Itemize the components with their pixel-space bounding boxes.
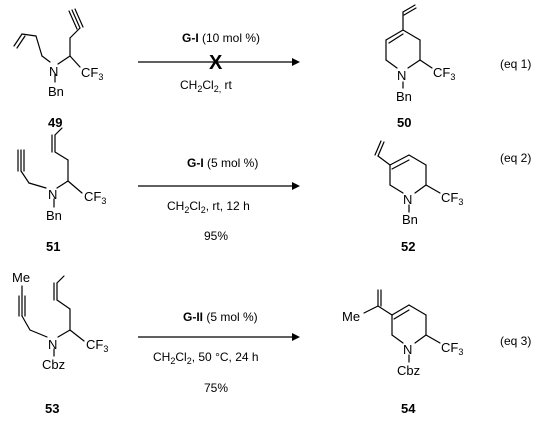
compound-49-label: 49 <box>48 115 62 130</box>
compound-53-label: 53 <box>45 401 59 416</box>
product-50-n-label: N <box>397 68 406 83</box>
product-54-structure <box>363 289 441 363</box>
eq-1-label: (eq 1) <box>500 57 531 71</box>
reaction-1-catalyst: G-I (10 mol %) <box>182 31 260 45</box>
reaction-2-conditions: CH2Cl2, rt, 12 h <box>167 199 250 215</box>
compound-50-label: 50 <box>397 115 411 130</box>
product-50-bn-label: Bn <box>396 89 412 104</box>
reaction-3-yield: 75% <box>204 381 228 395</box>
substrate-51-cf3-label: CF3 <box>84 189 106 206</box>
reaction-1: N Bn CF3 49 G-I (10 mol %) X CH2Cl2, rt <box>13 4 531 130</box>
substrate-51-structure <box>17 127 83 208</box>
product-50-cf3-label: CF3 <box>433 65 455 82</box>
substrate-51-n-label: N <box>48 187 57 202</box>
reaction-3-arrow <box>138 333 300 341</box>
substrate-53-cf3-label: CF3 <box>86 337 108 354</box>
substrate-49-structure <box>13 8 84 83</box>
product-50-structure <box>385 4 433 89</box>
reaction-2-arrow <box>138 182 300 190</box>
eq-2-label: (eq 2) <box>500 151 531 165</box>
reaction-2: N Bn CF3 51 G-I (5 mol %) CH2Cl2, rt, 12… <box>17 127 531 254</box>
reaction-3-catalyst: G-II (5 mol %) <box>183 310 258 324</box>
substrate-53-n-label: N <box>48 337 57 352</box>
product-52-structure <box>374 140 441 213</box>
reaction-2-yield: 95% <box>204 229 228 243</box>
product-52-bn-label: Bn <box>402 212 418 227</box>
reaction-3: Me N Cbz CF3 53 G-II (5 mol %) CH2Cl2, 5… <box>12 270 531 416</box>
product-54-n-label: N <box>403 342 412 357</box>
reaction-1-conditions: CH2Cl2, rt <box>180 78 233 94</box>
compound-52-label: 52 <box>401 239 415 254</box>
reaction-1-blocked-mark: X <box>209 52 223 74</box>
substrate-49-n-label: N <box>49 64 58 79</box>
substrate-53-me-label: Me <box>12 270 30 285</box>
product-52-n-label: N <box>403 192 412 207</box>
substrate-51-bn-label: Bn <box>46 208 62 223</box>
reaction-3-conditions: CH2Cl2, 50 °C, 24 h <box>153 350 259 366</box>
reaction-1-arrow <box>138 58 300 66</box>
reaction-2-catalyst: G-I (5 mol %) <box>187 156 258 170</box>
substrate-49-cf3-label: CF3 <box>81 65 103 82</box>
product-54-cbz-label: Cbz <box>397 363 420 378</box>
substrate-53-structure <box>18 275 85 357</box>
compound-54-label: 54 <box>401 401 416 416</box>
eq-3-label: (eq 3) <box>500 334 531 348</box>
substrate-49-bn-label: Bn <box>48 84 64 99</box>
product-54-cf3-label: CF3 <box>441 340 463 357</box>
product-54-me-label: Me <box>342 309 360 324</box>
substrate-53-cbz-label: Cbz <box>42 357 65 372</box>
compound-51-label: 51 <box>46 239 60 254</box>
product-52-cf3-label: CF3 <box>441 190 463 207</box>
